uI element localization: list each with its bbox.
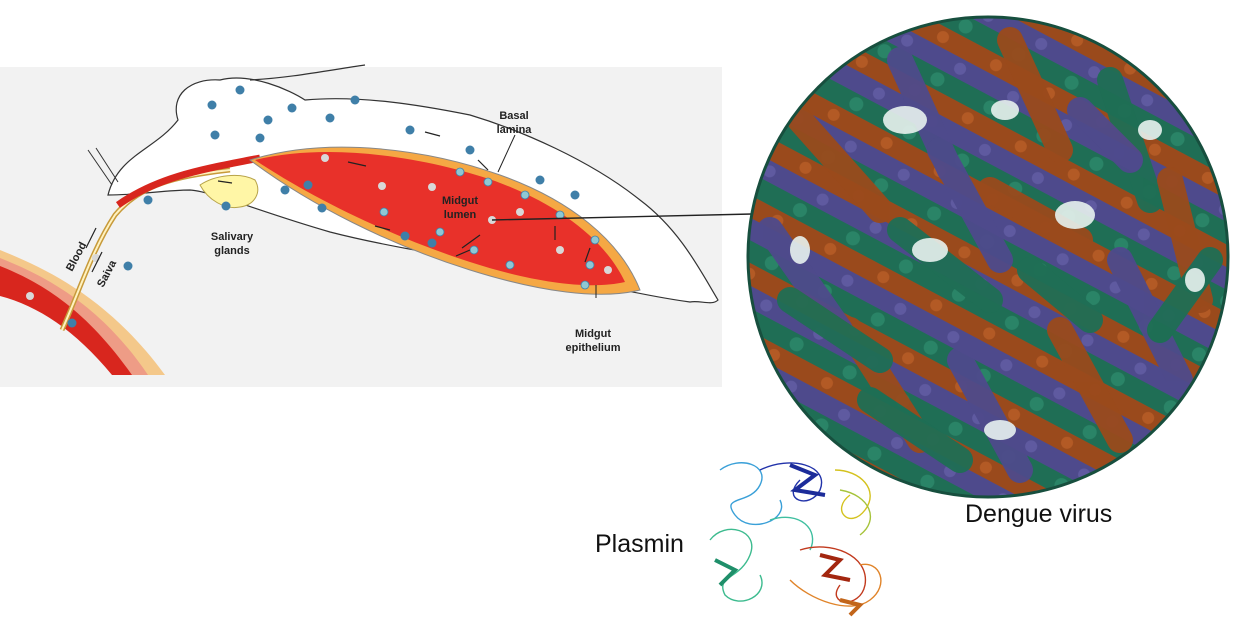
midgut-lumen	[255, 152, 625, 286]
label-salivary-line2: glands	[214, 245, 249, 257]
dengue-virus-structure	[746, 15, 1230, 499]
basal-lamina-leader	[497, 134, 516, 173]
blood-saliva-arrows	[85, 227, 103, 273]
virion-particles	[67, 85, 580, 328]
flow-arrows	[217, 131, 591, 263]
label-basal-lamina-line1: Basal	[499, 110, 528, 122]
mosquito-thorax-line	[249, 64, 366, 81]
plasmin-structure	[709, 462, 882, 617]
virus-surface-texture	[757, 27, 1223, 483]
plasmin-label: Plasmin	[595, 530, 684, 558]
salivary-gland	[199, 174, 259, 209]
mosquito-leg-lines	[87, 147, 119, 186]
foregut	[115, 154, 261, 208]
virions-in-epithelium	[379, 167, 600, 290]
label-midgut-lumen-line2: lumen	[444, 209, 477, 221]
label-salivary-line1: Salivary	[211, 231, 254, 243]
label-epithelium-line2: epithelium	[565, 342, 620, 354]
mosquito-infection-diagram: Basal lamina Midgut lumen Salivary gland…	[0, 64, 753, 387]
label-midgut-lumen-line1: Midgut	[442, 195, 478, 207]
midgut-virus-connector	[491, 213, 753, 221]
label-basal-lamina-line2: lamina	[497, 124, 533, 136]
dengue-virus-label: Dengue virus	[965, 500, 1112, 528]
virus-sphere-rim	[746, 15, 1230, 499]
label-epithelium-line1: Midgut	[575, 328, 611, 340]
